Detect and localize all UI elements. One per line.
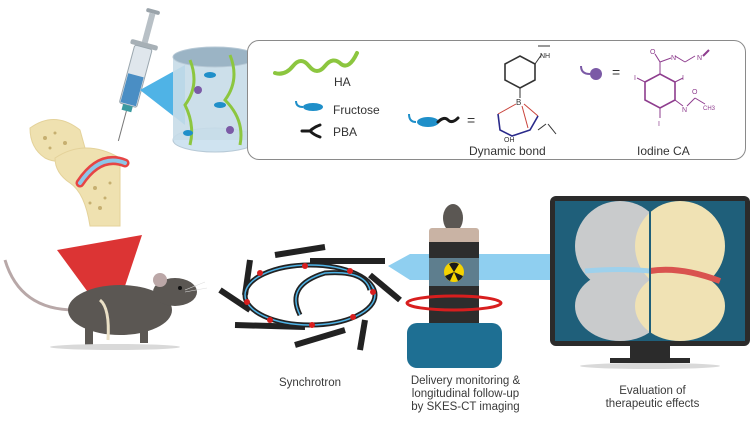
oxygen-top: O — [650, 49, 656, 56]
mouse-illustration — [3, 235, 208, 350]
iodine-ca-equals: = — [612, 64, 621, 80]
legend-ha-label: HA — [334, 75, 351, 89]
dynamic-bond-equals: = — [467, 112, 476, 128]
dynamic-bond-structure: NH B OH — [497, 45, 557, 144]
evaluation-label-line-1: Evaluation of — [619, 385, 686, 397]
legend-fructose-label: Fructose — [333, 103, 380, 117]
bone-joint-illustration — [29, 119, 130, 227]
nitrogen-top: N — [671, 55, 676, 62]
dynamic-bond-label: Dynamic bond — [469, 144, 546, 158]
monitor-illustration — [550, 196, 750, 369]
evaluation-label: Evaluation of therapeutic effects — [585, 385, 720, 411]
nitrogen-bottom: N — [682, 107, 687, 114]
imaging-label-line-1: Delivery monitoring & — [410, 375, 521, 387]
oxygen-bottom: O — [692, 89, 698, 96]
imaging-label: Delivery monitoring & longitudinal follo… — [398, 375, 533, 414]
iodine-bottom: I — [658, 121, 660, 128]
synchrotron-illustration — [218, 244, 402, 351]
imaging-label-line-3: by SKES-CT imaging — [411, 401, 520, 413]
ct-scanner-illustration — [405, 204, 503, 368]
pba-icon — [300, 123, 322, 139]
ha-strand-icon — [273, 51, 359, 76]
synchrotron-label: Synchrotron — [278, 377, 341, 389]
imaging-label-line-2: longitudinal follow-up — [411, 388, 520, 400]
legend-pba-label: PBA — [333, 125, 358, 139]
syringe-illustration — [117, 8, 160, 142]
methyl-label: CH3 — [703, 106, 716, 112]
iodine-left: I — [634, 75, 636, 82]
iodine-ca-label: Iodine CA — [637, 144, 690, 158]
oh-label: OH — [504, 137, 515, 144]
hydrogel-cylinder — [172, 46, 258, 153]
iodine-right: I — [682, 75, 684, 82]
evaluation-label-line-2: therapeutic effects — [605, 398, 700, 410]
iodine-ca-structure: I I I O N N N O CH3 — [634, 49, 716, 128]
boron-label: B — [516, 98, 521, 107]
nitrogen-right: N — [697, 55, 702, 62]
nh-top-label: NH — [540, 53, 550, 60]
fructose-icon — [295, 100, 323, 111]
iodine-ca-icon — [580, 65, 602, 80]
dynamic-bond-icon — [408, 113, 460, 127]
